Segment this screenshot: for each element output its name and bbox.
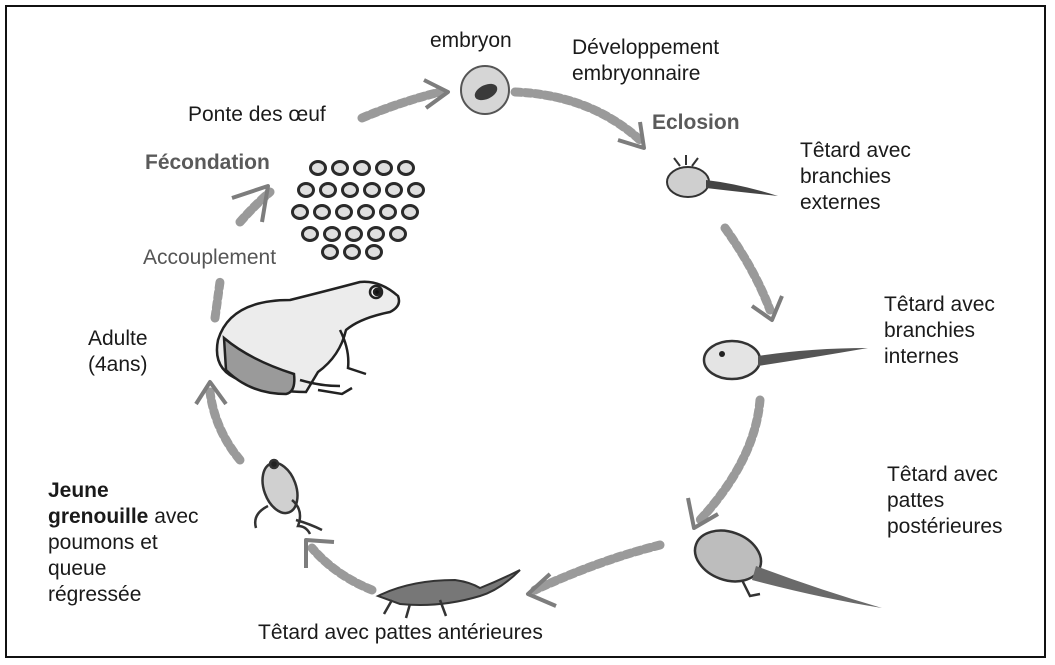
label-embryon: embryon	[430, 28, 512, 54]
label-jeune-line5: régressée	[48, 582, 199, 608]
egg-center	[348, 229, 360, 239]
egg-center	[356, 163, 368, 173]
egg-center	[378, 163, 390, 173]
label-tetard-pattes-posterieures: Têtard avec pattes postérieures	[887, 462, 1003, 540]
egg-center	[410, 185, 422, 195]
label-tetard-int-line3: internes	[884, 344, 995, 370]
label-jeune-grenouille: Jeune grenouille avec poumons et queue r…	[48, 478, 199, 608]
arrow-to-tetard-posterieures	[700, 400, 760, 520]
label-tetard-post-line1: Têtard avec	[887, 462, 1003, 488]
label-dev-line2: embryonnaire	[572, 61, 719, 87]
label-developpement-embryonnaire: Développement embryonnaire	[572, 35, 719, 87]
label-adulte-line2: (4ans)	[88, 352, 148, 378]
egg-center	[322, 185, 334, 195]
egg-center	[368, 247, 380, 257]
adult-frog-illustration	[217, 282, 399, 394]
arrow-embryon-to-eclosion	[515, 92, 640, 140]
label-jeune-line3: poumons et	[48, 530, 199, 556]
label-tetard-int-line2: branchies	[884, 318, 995, 344]
young-frog-illustration	[255, 458, 322, 534]
label-adulte: Adulte (4ans)	[88, 326, 148, 378]
egg-center	[346, 247, 358, 257]
label-tetard-ext-line3: externes	[800, 190, 911, 216]
egg-center	[324, 247, 336, 257]
label-tetard-post-line2: pattes	[887, 488, 1003, 514]
egg-center	[404, 207, 416, 217]
label-ponte-des-oeufs: Ponte des œuf	[188, 102, 326, 128]
label-jeune-line2: grenouille avec	[48, 504, 199, 530]
label-eclosion: Eclosion	[652, 110, 740, 136]
label-jeune-avec: avec	[148, 505, 198, 528]
arrow-to-tetard-internes	[725, 228, 770, 310]
arrow-adulte-to-accouplement	[215, 282, 220, 318]
egg-center	[338, 207, 350, 217]
label-tetard-pattes-anterieures: Têtard avec pattes antérieures	[258, 620, 543, 646]
label-tetard-ext-line1: Têtard avec	[800, 138, 911, 164]
label-tetard-int-line1: Têtard avec	[884, 292, 995, 318]
egg-center	[316, 207, 328, 217]
arrow-to-tetard-anterieures	[535, 545, 660, 590]
label-adulte-line1: Adulte	[88, 326, 148, 352]
label-jeune-grenouille-word: grenouille	[48, 505, 148, 528]
label-tetard-post-line3: postérieures	[887, 514, 1003, 540]
egg-center	[388, 185, 400, 195]
egg-center	[334, 163, 346, 173]
embryo-illustration	[461, 66, 509, 114]
egg-center	[392, 229, 404, 239]
label-fecondation: Fécondation	[145, 150, 270, 176]
arrow-to-jeune	[312, 548, 372, 590]
egg-cluster-illustration	[290, 159, 426, 261]
label-dev-line1: Développement	[572, 35, 719, 61]
tadpole-hind-legs-illustration	[688, 522, 882, 608]
label-tetard-ext-line2: branchies	[800, 164, 911, 190]
label-jeune-line1: Jeune	[48, 478, 199, 504]
egg-center	[360, 207, 372, 217]
egg-center	[304, 229, 316, 239]
tadpole-front-legs-illustration	[378, 570, 520, 618]
egg-center	[382, 207, 394, 217]
egg-center	[344, 185, 356, 195]
egg-center	[312, 163, 324, 173]
tadpole-external-gills-illustration	[667, 155, 778, 197]
egg-center	[366, 185, 378, 195]
egg-center	[300, 185, 312, 195]
tadpole-internal-gills-illustration	[704, 341, 868, 379]
egg-center	[294, 207, 306, 217]
egg-center	[326, 229, 338, 239]
label-tetard-branchies-externes: Têtard avec branchies externes	[800, 138, 911, 216]
label-tetard-branchies-internes: Têtard avec branchies internes	[884, 292, 995, 370]
egg-center	[400, 163, 412, 173]
label-accouplement: Accouplement	[143, 245, 276, 271]
egg-center	[370, 229, 382, 239]
label-jeune-line4: queue	[48, 556, 199, 582]
